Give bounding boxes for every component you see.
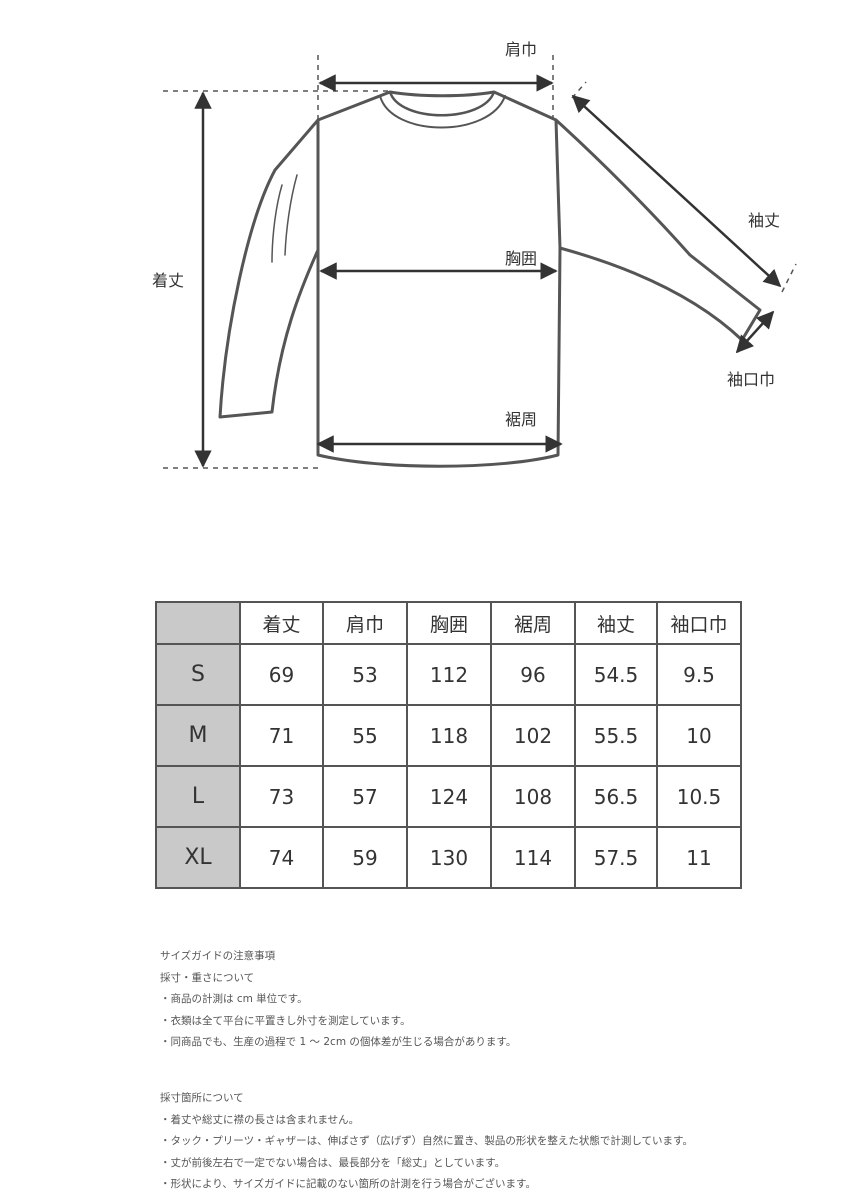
table-cell: 74 — [239, 826, 324, 889]
sleeve-length-label: 袖丈 — [748, 211, 780, 230]
table-cell: 112 — [406, 643, 492, 706]
note-line: ・タック・プリーツ・ギャザーは、伸ばさず（広げず）自然に置き、製品の形状を整えた… — [160, 1135, 693, 1147]
note-line: ・衣類は全て平台に平置きし外寸を測定しています。 — [160, 1014, 411, 1027]
chest-label: 胸囲 — [505, 249, 537, 268]
header-chest: 胸囲 — [406, 601, 492, 645]
note-line: ・商品の計測は cm 単位です。 — [160, 993, 308, 1005]
table-cell: 124 — [406, 765, 492, 828]
table-cell: 10 — [656, 704, 742, 767]
table-corner-cell — [155, 601, 241, 645]
cuff-width-label: 袖口巾 — [727, 370, 775, 389]
note-line: ・着丈や総丈に襟の長さは含まれません。 — [160, 1113, 360, 1126]
table-row: M 71 55 118 102 55.5 10 — [155, 704, 742, 767]
table-row: L 73 57 124 108 56.5 10.5 — [155, 765, 742, 828]
table-cell: 69 — [239, 643, 324, 706]
notes-subheading: 採寸・重さについて — [160, 971, 255, 984]
measurement-point-notes: 採寸箇所について ・着丈や総丈に襟の長さは含まれません。 ・タック・プリーツ・ギ… — [160, 1088, 693, 1196]
table-cell: 55 — [322, 704, 408, 767]
table-cell: 130 — [406, 826, 492, 889]
table-cell: 59 — [322, 826, 408, 889]
measurement-arrows — [194, 74, 782, 468]
shoulder-width-label: 肩巾 — [505, 40, 537, 59]
size-label: M — [155, 704, 241, 767]
note-line: ・同商品でも、生産の過程で 1 ～ 2cm の個体差が生じる場合があります。 — [160, 1036, 517, 1048]
table-cell: 73 — [239, 765, 324, 828]
note-line: ・丈が前後左右で一定でない場合は、最長部分を「総丈」としています。 — [160, 1156, 506, 1169]
table-cell: 57.5 — [574, 826, 658, 889]
header-hem: 裾周 — [490, 601, 576, 645]
cuff-width-arrow — [735, 310, 775, 354]
table-row: S 69 53 112 96 54.5 9.5 — [155, 643, 742, 706]
table-cell: 118 — [406, 704, 492, 767]
size-guide-notes: サイズガイドの注意事項 採寸・重さについて ・商品の計測は cm 単位です。 ・… — [160, 946, 516, 1054]
header-body-length: 着丈 — [239, 601, 324, 645]
body-length-label: 着丈 — [152, 271, 184, 290]
table-cell: 56.5 — [574, 765, 658, 828]
table-cell: 102 — [490, 704, 576, 767]
size-table: 着丈 肩巾 胸囲 裾周 袖丈 袖口巾 S 69 53 112 96 54.5 9… — [155, 601, 742, 889]
table-cell: 10.5 — [656, 765, 742, 828]
table-header-row: 着丈 肩巾 胸囲 裾周 袖丈 袖口巾 — [155, 601, 742, 645]
notes-heading: サイズガイドの注意事項 — [160, 950, 276, 962]
size-label: XL — [155, 826, 241, 889]
header-sleeve-length: 袖丈 — [574, 601, 658, 645]
note-line: ・形状により、サイズガイドに記載のない箇所の計測を行う場合がございます。 — [160, 1178, 537, 1190]
notes-heading: 採寸箇所について — [160, 1092, 244, 1104]
shirt-measurement-diagram: 肩巾 着丈 胸囲 裾周 袖丈 袖口巾 — [152, 40, 797, 469]
table-cell: 114 — [490, 826, 576, 889]
table-cell: 53 — [322, 643, 408, 706]
sleeve-length-arrow — [571, 94, 782, 288]
table-cell: 9.5 — [656, 643, 742, 706]
table-cell: 57 — [322, 765, 408, 828]
size-label: L — [155, 765, 241, 828]
header-cuff-width: 袖口巾 — [656, 601, 742, 645]
size-label: S — [155, 643, 241, 706]
shirt-outline — [218, 90, 762, 468]
table-cell: 11 — [656, 826, 742, 889]
table-cell: 96 — [490, 643, 576, 706]
table-row: XL 74 59 130 114 57.5 11 — [155, 826, 742, 889]
table-cell: 55.5 — [574, 704, 658, 767]
hem-label: 裾周 — [505, 410, 537, 429]
header-shoulder-width: 肩巾 — [322, 601, 408, 645]
guide-lines — [163, 55, 797, 469]
table-cell: 54.5 — [574, 643, 658, 706]
table-cell: 71 — [239, 704, 324, 767]
table-cell: 108 — [490, 765, 576, 828]
